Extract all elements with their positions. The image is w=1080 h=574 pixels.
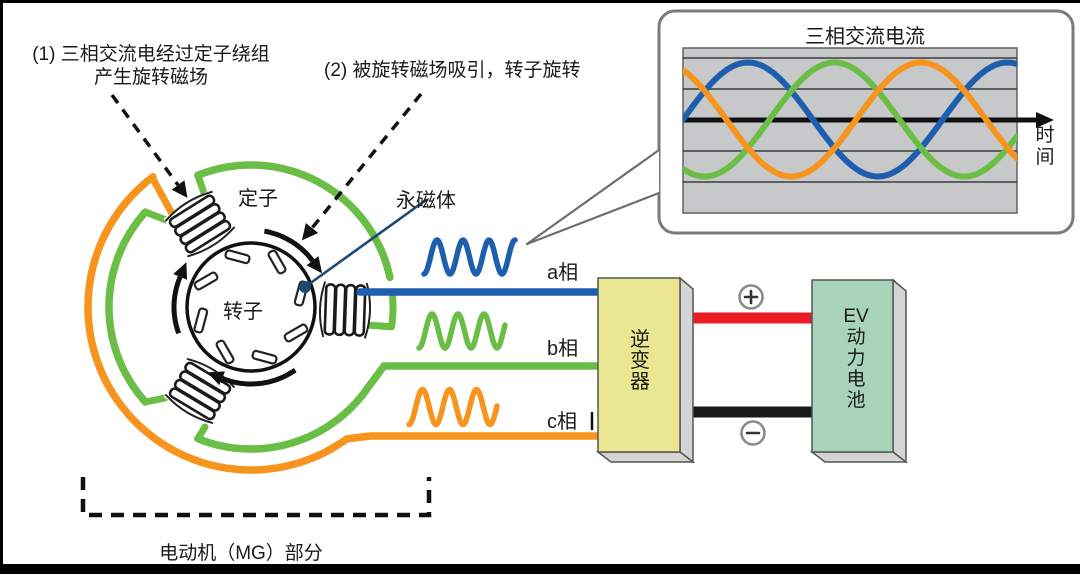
rotor-magnet	[193, 271, 219, 291]
annotation-step1: (1) 三相交流电经过定子绕组 产生旋转磁场	[32, 44, 270, 88]
battery-bottom-face	[809, 451, 909, 463]
motor-section-label: 电动机（MG）部分	[159, 543, 323, 564]
phase-c-wire	[343, 432, 603, 443]
inset-callout-edge	[525, 148, 661, 246]
green-coil-stub	[194, 423, 209, 443]
rotor-rotation-arrow	[221, 368, 297, 387]
inverter-side-face	[679, 276, 694, 464]
magnet-leader-dot	[299, 281, 311, 293]
dashed-arrow-step1-head	[171, 180, 188, 198]
rotor-rotation-arrowhead	[173, 262, 187, 280]
phase-c-label: c相	[547, 411, 577, 433]
chart-wave-a相	[683, 59, 1017, 180]
battery-side-face	[892, 278, 907, 464]
rotor-magnet	[215, 339, 235, 365]
chart-wave-c相	[683, 59, 1017, 180]
rotor-rotation-arrowhead	[207, 371, 225, 386]
green-coil-stub	[194, 171, 208, 197]
bottom-frame-bar	[0, 564, 1080, 574]
rotor-magnet	[251, 349, 278, 365]
coil-flange	[165, 394, 214, 424]
coil-flange	[187, 226, 236, 258]
stator-label: 定子	[238, 188, 278, 210]
coil-bar	[323, 283, 337, 336]
stator-ring-green-right-piece	[362, 291, 397, 331]
time-axis-label: 时间	[1035, 125, 1055, 168]
phase-b-sine-symbol	[416, 311, 508, 351]
chart-waves	[683, 59, 1017, 180]
inverter-bottom-face	[595, 451, 696, 463]
stator-ring-green-seg1	[194, 161, 394, 282]
chart-title: 三相交流电流	[805, 26, 925, 48]
rotor-rotation-arrow	[263, 228, 315, 263]
coil-bar	[184, 219, 232, 254]
magnet-leader-line	[303, 198, 428, 289]
phase-c-sine-symbol	[406, 386, 500, 428]
dashed-arrow-step2-head	[301, 223, 319, 241]
battery-box	[811, 279, 894, 453]
coil-flange	[164, 190, 213, 222]
stator-coil-top-left	[163, 188, 237, 260]
phase-b-label: b相	[547, 338, 579, 360]
stator-coil-bottom-left	[163, 356, 237, 426]
rotor-magnet	[283, 323, 309, 343]
inverter-box	[597, 277, 681, 453]
rotor-magnet	[224, 249, 251, 265]
motor-section-bracket	[80, 477, 432, 518]
rotor-rotation-arrowhead	[306, 256, 323, 274]
inverter-label: 逆变器	[630, 329, 650, 393]
phase-a-label: a相	[547, 262, 579, 284]
rotor-magnet	[193, 307, 209, 334]
coil-flange	[319, 281, 326, 338]
stator-ring-green-seg3	[194, 384, 372, 453]
rotor-label: 转子	[223, 301, 263, 323]
chart-wave-b相	[683, 59, 1017, 180]
permanent-magnet-label: 永磁体	[396, 190, 456, 212]
phase-b-wire	[363, 362, 603, 393]
annotation-step2: (2) 被旋转磁场吸引，转子旋转	[324, 60, 581, 81]
dashed-arrow-step1	[110, 93, 180, 187]
time-axis-arrowhead	[1036, 112, 1054, 128]
battery-label: EV动力电池	[843, 306, 869, 411]
left-frame-bar	[0, 0, 3, 574]
inset-callout-edge	[525, 191, 661, 246]
rotor-magnet	[267, 249, 287, 275]
top-frame-bar	[0, 0, 1080, 3]
rotor-circle	[185, 241, 317, 373]
green-coil-stub	[142, 208, 170, 224]
phase-a-sine-symbol	[421, 237, 518, 277]
green-coil-stub	[142, 394, 169, 406]
stator-ring-green-seg2	[105, 208, 150, 406]
stator-coil-right	[319, 281, 371, 339]
rotor-rotation-arrow	[171, 275, 183, 335]
stator-ring-orange	[84, 173, 351, 474]
